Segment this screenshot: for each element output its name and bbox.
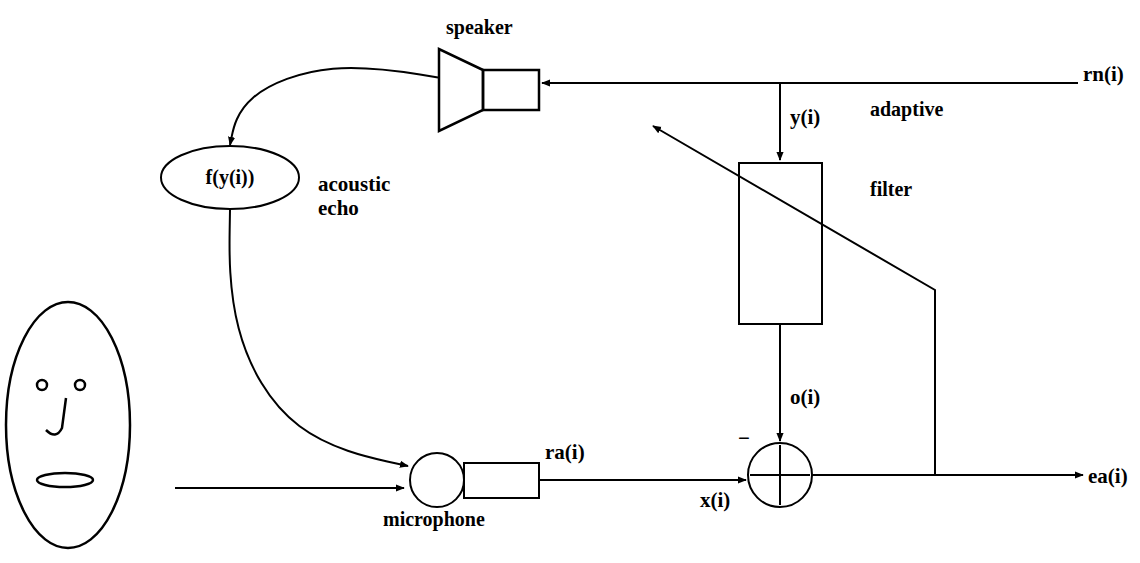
echo-label: acoustic echo <box>318 172 403 220</box>
signal-name: o(i) <box>790 385 820 409</box>
signal-name: ra(i) <box>545 440 585 464</box>
signal-name: x(i) <box>700 488 730 512</box>
speaker-node: speaker <box>438 48 540 132</box>
echo-path-arrow <box>230 68 438 145</box>
node-text: adaptive filter <box>870 69 960 229</box>
node-text: microphone <box>383 508 485 531</box>
face-figure <box>6 302 130 548</box>
sign-label: − <box>738 426 750 450</box>
voice-arrow <box>175 487 404 489</box>
echo-path-arrow <box>230 210 408 466</box>
signal-name: y(i) <box>790 105 820 129</box>
node-text: speaker <box>446 16 513 39</box>
error-wire <box>812 474 1083 476</box>
signal-name: ea(i) <box>1088 464 1128 488</box>
signal-name: rn(i) <box>1083 62 1124 86</box>
echo-path-ellipse: f(y(i)) <box>160 145 300 210</box>
mic-outline <box>408 452 540 508</box>
summing-junction <box>748 443 812 507</box>
node-text: f(y(i)) <box>206 166 255 189</box>
microphone-node: microphone <box>408 452 540 508</box>
filter-output-wire <box>779 325 781 441</box>
adaptive-filter-box: adaptive filter <box>738 162 823 325</box>
mic-wire <box>540 479 746 481</box>
filter-input-wire <box>779 83 781 160</box>
input-wire <box>542 82 1078 84</box>
speaker-outline <box>438 48 540 132</box>
